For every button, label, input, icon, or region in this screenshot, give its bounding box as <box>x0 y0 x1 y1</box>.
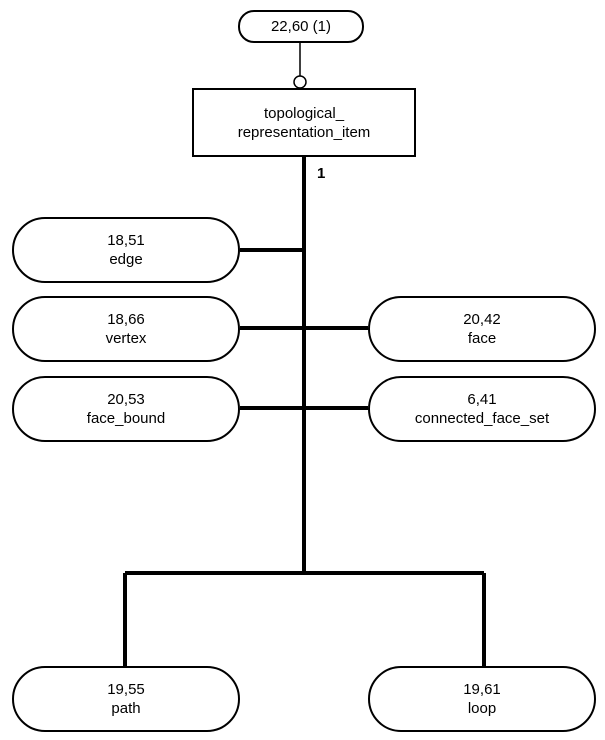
node-face-bound: 20,53 face_bound <box>12 376 240 442</box>
node-name: face <box>467 330 497 347</box>
cardinality-label: 1 <box>317 165 326 182</box>
node-connected-face-set: 6,41 connected_face_set <box>368 376 596 442</box>
node-vertex: 18,66 vertex <box>12 296 240 362</box>
node-ref: 19,55 <box>107 681 145 698</box>
root-entity-box: topological_ representation_item <box>192 88 416 157</box>
ref-circle <box>293 75 307 89</box>
node-path: 19,55 path <box>12 666 240 732</box>
node-ref: 20,53 <box>107 391 145 408</box>
top-reference-label: 22,60 (1) <box>270 18 332 35</box>
node-ref: 19,61 <box>463 681 501 698</box>
root-entity-line-2: representation_item <box>237 123 371 141</box>
node-ref: 18,51 <box>107 232 145 249</box>
node-name: connected_face_set <box>414 410 550 427</box>
top-reference: 22,60 (1) <box>238 10 364 43</box>
root-entity-line-1: topological_ <box>263 104 345 122</box>
node-edge: 18,51 edge <box>12 217 240 283</box>
node-name: face_bound <box>86 410 166 427</box>
node-ref: 20,42 <box>463 311 501 328</box>
node-name: loop <box>467 700 497 717</box>
node-ref: 18,66 <box>107 311 145 328</box>
node-name: vertex <box>105 330 147 347</box>
node-face: 20,42 face <box>368 296 596 362</box>
node-loop: 19,61 loop <box>368 666 596 732</box>
node-name: path <box>111 700 141 717</box>
node-ref: 6,41 <box>467 391 497 408</box>
node-name: edge <box>109 251 143 268</box>
